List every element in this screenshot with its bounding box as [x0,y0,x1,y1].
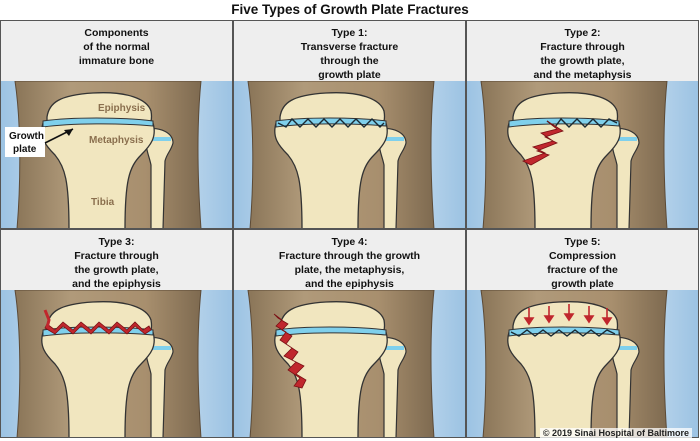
epiphysis-fracture [44,321,152,335]
type-2-illustration [467,81,698,228]
compression-arrows [523,304,613,326]
panel-type-5: Type 5: Compression fracture of the grow… [466,229,699,438]
compression-arrow-head-icon [563,313,575,322]
compression-arrow-head-icon [583,315,595,324]
compression-arrow-head-icon [543,315,555,324]
epiphysis-label: Epiphysis [98,103,146,114]
metaphysis-label: Metaphysis [89,135,144,146]
type-3-illustration [1,290,232,437]
vertical-fracture-through-all [273,313,307,389]
panel-type-2: Type 2: Fracture through the growth plat… [466,20,699,229]
panel-type-4: Type 4: Fracture through the growth plat… [233,229,466,438]
panel-caption: Type 3: Fracture through the growth plat… [72,236,161,290]
metaphysis-fracture [521,120,564,166]
compression-arrow-head-icon [601,317,613,326]
type-4-illustration [234,290,465,437]
normal-bone-illustration: Epiphysis Metaphysis Tibia Growth plate [1,81,232,228]
type-5-illustration [467,290,698,437]
diagram-title: Five Types of Growth Plate Fractures [231,2,469,17]
panel-caption: Type 1: Transverse fracture through the … [300,27,399,81]
tibia-label: Tibia [91,197,115,208]
type-1-illustration [234,81,465,228]
arrow-head-icon [64,129,73,136]
compressed-growth-plate-line [510,329,616,337]
growth-plate-label-box [5,127,45,157]
panel-caption: Type 4: Fracture through the growth plat… [278,236,421,290]
growth-plate-label-line2: plate [13,144,37,155]
epiphysis-vertical-fracture [43,309,51,329]
compression-arrow-head-icon [523,317,535,326]
copyright-notice: © 2019 Sinai Hospital of Baltimore [539,428,692,438]
panel-normal-bone: Components of the normal immature bone E… [0,20,233,229]
panel-type-3: Type 3: Fracture through the growth plat… [0,229,233,438]
panel-caption: Type 5: Compression fracture of the grow… [547,236,618,290]
panel-caption: Type 2: Fracture through the growth plat… [533,27,632,81]
transverse-fracture-line [277,117,385,128]
growth-plate-label-line1: Growth [9,131,44,142]
panel-caption: Components of the normal immature bone [78,27,155,67]
growth-plate-fracture-line [546,117,618,128]
panel-type-1: Type 1: Transverse fracture through the … [233,20,466,229]
